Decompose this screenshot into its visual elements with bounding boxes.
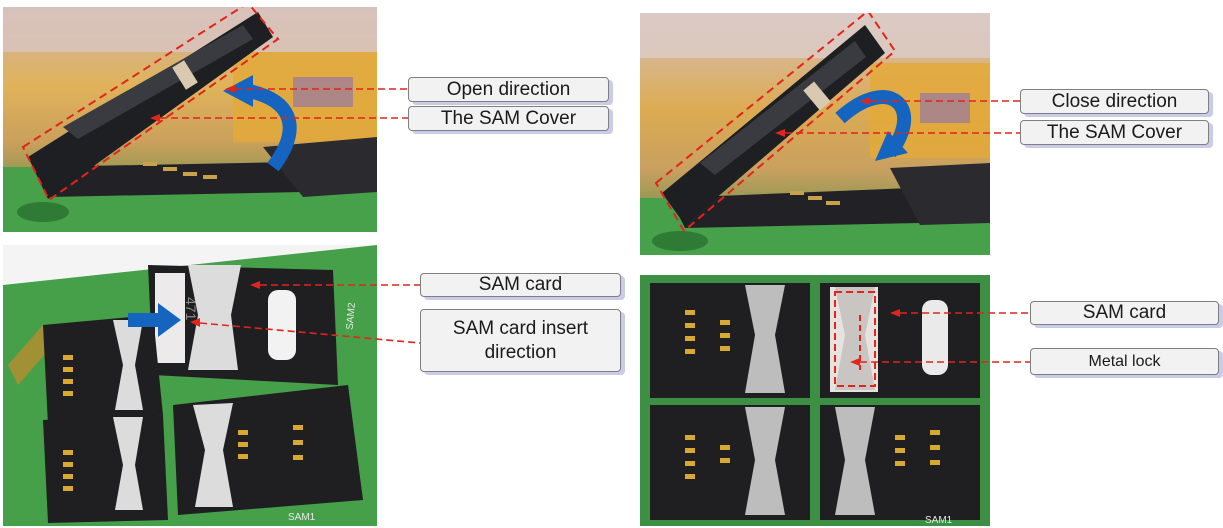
sam2-mark: SAM2 [345,302,358,331]
photo-metal-lock: SAM1 [640,275,990,526]
label-sam-card-left: SAM card [420,273,621,297]
label-sam-cover-top-left: The SAM Cover [408,106,609,131]
label-open-direction: Open direction [408,77,609,102]
label-sam-cover-top-right: The SAM Cover [1020,120,1209,145]
photo-cover-close [640,13,990,255]
photo-card-insert: 471 SAM2 SAM1 [3,245,377,526]
label-metal-lock: Metal lock [1030,348,1219,375]
label-close-direction: Close direction [1020,89,1209,114]
leader-insert-direction [199,322,421,344]
photo-cover-open [3,7,377,232]
card-text: 471 [183,297,199,321]
label-insert-direction: SAM card insert direction [420,309,621,372]
sam1-mark-right: SAM1 [925,515,953,526]
sam1-mark-left: SAM1 [288,512,316,523]
label-sam-card-right: SAM card [1030,301,1219,325]
